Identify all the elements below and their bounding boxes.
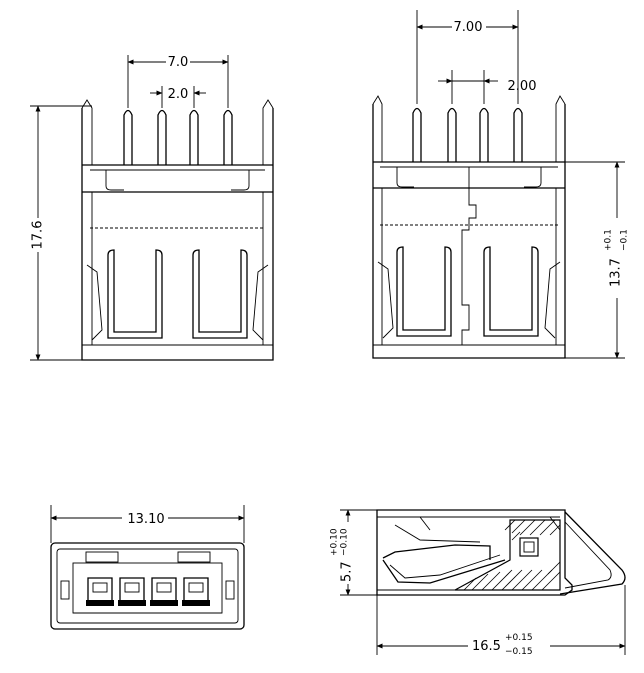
face-width-label: 13.10 [127, 512, 164, 527]
side-view: 5.7 +0.10 −0.10 16.5 +0.15 −0.15 [325, 509, 626, 658]
face-contacts [86, 577, 210, 606]
front-pin-pitch-label: 2.0 [168, 87, 189, 102]
face-view: 13.10 [50, 505, 245, 630]
side-length-label: 16.5 [472, 639, 501, 654]
front-view: 7.0 2.0 17.6 [28, 52, 274, 361]
rear-pin-pitch-label: 2.00 [508, 79, 537, 94]
front-height-label: 17.6 [31, 221, 46, 250]
rear-height-tol-minus: −0.1 [620, 229, 630, 251]
side-height-tol-minus: −0.10 [340, 528, 350, 556]
side-length-tol-minus: −0.15 [505, 647, 533, 657]
rear-height-tol-plus: +0.1 [604, 229, 614, 251]
side-height-label: 5.7 [340, 561, 355, 582]
section-hatching [463, 519, 561, 591]
rear-pin-span-label: 7.00 [454, 20, 483, 35]
front-pins [123, 109, 233, 165]
side-height-tol-plus: +0.10 [330, 528, 340, 556]
side-length-tol-plus: +0.15 [505, 633, 533, 643]
front-pin-span-label: 7.0 [168, 55, 189, 70]
rear-view: 7.00 2.00 13.7 +0.1 −0.1 [372, 10, 636, 359]
rear-height-label: 13.7 [609, 258, 624, 287]
rear-pins [412, 107, 523, 162]
